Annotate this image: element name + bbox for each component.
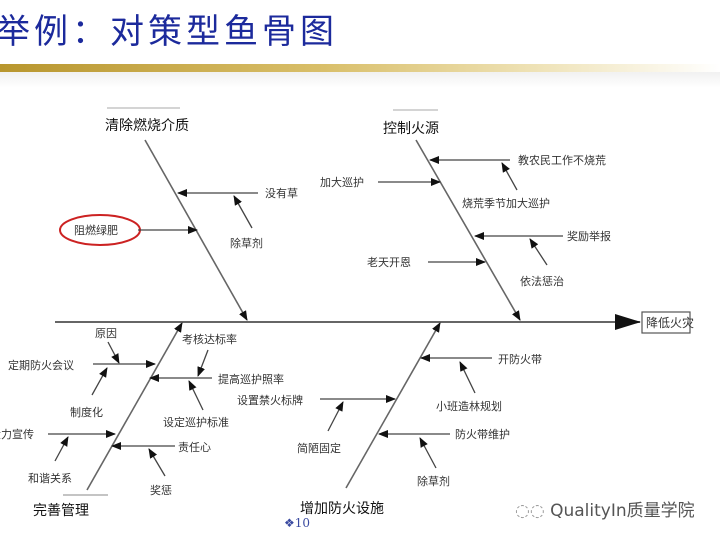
cause-label: 设置禁火标牌 [237,393,303,407]
category-label: 清除燃烧介质 [105,117,189,134]
bone-3 [86,322,183,491]
cause-arrow [233,195,253,229]
cause-label: 简陋固定 [297,441,341,455]
cause-label: 没有草 [265,186,298,200]
cause-arrow [91,367,108,396]
cause-arrow [107,341,120,364]
cause-arrow [197,349,209,377]
cause-arrow [54,436,69,462]
cause-arrow [459,361,476,394]
cause-label: 老天开恩 [367,256,411,269]
cause-label: 和谐关系 [28,471,72,485]
cause-label: 提高巡护照率 [218,372,284,386]
effect-label: 降低火灾 [646,315,694,330]
cause-label: 考核达标率 [182,332,237,346]
cause-arrow [148,448,166,477]
cause-label: 原因 [95,327,117,340]
diamond-dots-icon: ❖ [284,516,295,530]
cause-label: 制度化 [70,405,103,419]
bone-2 [415,139,521,321]
cause-label: 烧荒季节加大巡护 [462,196,550,210]
title-divider [0,64,720,72]
slide-title: 举例：对策型鱼骨图 [0,12,338,52]
cause-arrow [529,238,548,266]
category-label: 增加防火设施 [300,501,384,517]
cause-label: 设定巡护标准 [163,415,229,429]
cause-label: 开防火带 [498,352,542,366]
category-label: 控制火源 [383,121,439,137]
cause-label: 加大巡护 [320,175,364,189]
page-number: ❖10 [284,516,311,530]
cause-label: 除草剂 [417,474,450,488]
wechat-icon: ◌◌ [515,501,551,521]
cause-arrow [419,437,437,469]
watermark: ◌◌ QualityIn质量学院 [515,501,695,521]
cause-arrow [188,380,204,411]
header-shade [0,72,720,88]
cause-label: 奖励举报 [567,229,611,243]
cause-arrow [327,401,344,432]
cause-label-highlighted: 阻燃绿肥 [74,223,118,237]
cause-label: 防火带维护 [455,427,510,441]
cause-label: 定期防火会议 [8,358,74,372]
cause-label: 大力宣传 [0,427,34,441]
category-label: 完善管理 [33,503,89,519]
cause-label: 除草剂 [230,236,263,250]
cause-label: 奖惩 [150,483,172,497]
cause-arrow [501,162,518,191]
cause-label: 依法惩治 [520,274,564,288]
cause-label: 小班造林规划 [436,399,502,413]
cause-label: 责任心 [178,441,211,454]
effect-box [641,311,691,334]
bone-4 [345,322,441,489]
cause-label: 教农民工作不烧荒 [518,153,606,167]
